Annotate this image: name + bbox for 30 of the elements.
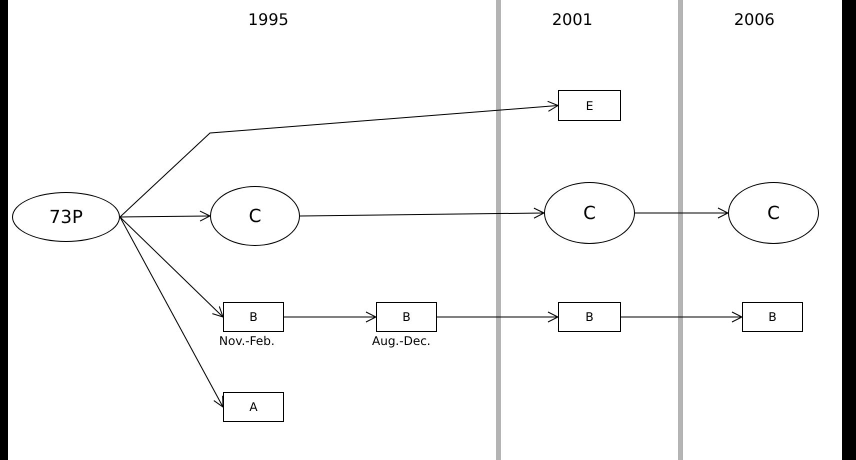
process-box	[742, 302, 803, 332]
year-label: 2006	[734, 10, 775, 29]
arrow	[284, 312, 376, 322]
node-label: B	[402, 310, 411, 324]
arrow	[120, 216, 224, 408]
arrow	[120, 100, 558, 218]
node-label: C	[767, 202, 780, 224]
arrow	[300, 208, 544, 219]
arrow	[620, 312, 742, 322]
node-label: B	[249, 310, 258, 324]
process-box	[223, 302, 284, 332]
year-label: 1995	[248, 10, 289, 29]
year-label: 2001	[552, 10, 593, 29]
period-label: Nov.-Feb.	[219, 334, 275, 348]
node-label: 73P	[49, 206, 83, 228]
arrow	[436, 312, 558, 322]
node-label: C	[248, 206, 262, 226]
process-box	[558, 302, 621, 332]
node-label: B	[585, 310, 594, 324]
node-label: A	[249, 400, 258, 414]
arrow	[120, 210, 210, 222]
process-box	[376, 302, 437, 332]
arrow	[120, 216, 224, 318]
node-label: C	[583, 202, 596, 224]
period-label: Aug.-Dec.	[372, 334, 431, 348]
node-label: E	[586, 98, 594, 112]
process-box	[223, 392, 284, 422]
node-label: B	[768, 310, 777, 324]
process-box	[558, 90, 621, 121]
arrow	[634, 208, 728, 218]
